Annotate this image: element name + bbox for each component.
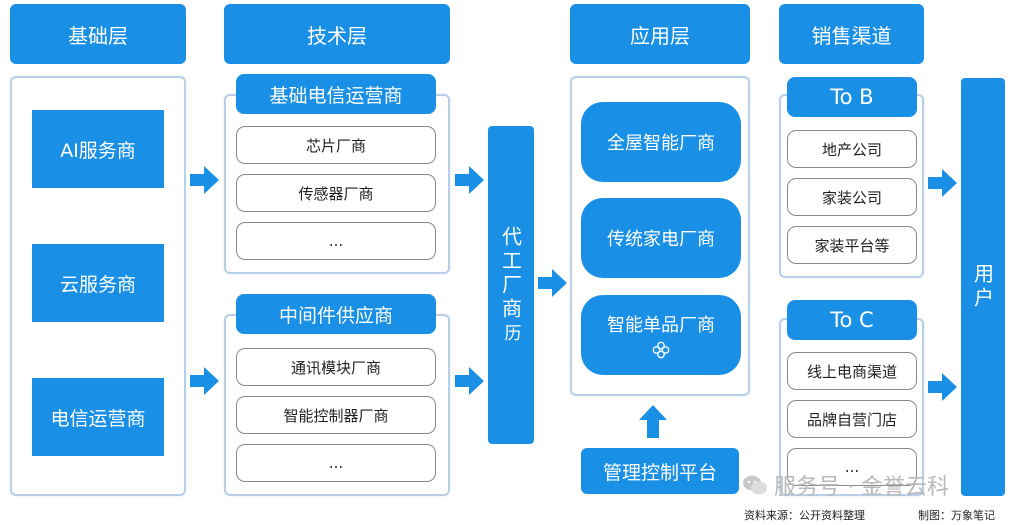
app-item-traditional: 传统家电厂商 [581, 198, 741, 278]
right-arrow-icon [538, 269, 567, 297]
header-foundation: 基础层 [10, 4, 186, 64]
up-arrow-icon [639, 405, 667, 438]
sales-item-more: ... [787, 448, 917, 486]
tech-group-title-1: 基础电信运营商 [236, 74, 436, 114]
oem-bar: 代工厂商 历 [488, 126, 534, 444]
oem-extra-glyph: 历 [500, 323, 521, 345]
tech-item-more-1: ... [236, 222, 436, 260]
right-arrow-icon [928, 373, 957, 401]
sales-group-title-b: To B [787, 77, 917, 117]
tech-item-chip: 芯片厂商 [236, 126, 436, 164]
sales-item-decoration: 家装公司 [787, 178, 917, 216]
foundation-box-telecom: 电信运营商 [32, 378, 164, 456]
footer-source: 资料来源：公开资料整理 [744, 509, 865, 522]
right-arrow-icon [190, 367, 219, 395]
user-label: 用户 [970, 263, 995, 311]
sales-item-real-estate: 地产公司 [787, 130, 917, 168]
tech-item-controller: 智能控制器厂商 [236, 396, 436, 434]
foundation-box-ai: AI服务商 [32, 110, 164, 188]
right-arrow-icon [455, 166, 484, 194]
tech-group-title-2: 中间件供应商 [236, 294, 436, 334]
tech-item-comm-module: 通讯模块厂商 [236, 348, 436, 386]
wechat-icon [743, 475, 767, 495]
app-item-whole-house: 全屋智能厂商 [581, 102, 741, 182]
app-item-single-product-label: 智能单品厂商 [607, 315, 715, 336]
right-arrow-icon [190, 166, 219, 194]
right-arrow-icon [928, 169, 957, 197]
oem-label: 代工厂商 [498, 225, 523, 322]
watermark-text: 服务号 · 金誉云科 [774, 475, 949, 500]
user-bar: 用户 [961, 78, 1005, 496]
header-technology: 技术层 [224, 4, 450, 64]
sales-item-platform: 家装平台等 [787, 226, 917, 264]
header-application: 应用层 [570, 4, 750, 64]
tech-item-sensor: 传感器厂商 [236, 174, 436, 212]
sales-item-online: 线上电商渠道 [787, 352, 917, 390]
footer-credit: 制图：万象笔记 [918, 509, 995, 522]
right-arrow-icon [455, 367, 484, 395]
sales-group-title-c: To C [787, 300, 917, 340]
platform-box: 管理控制平台 [581, 448, 739, 494]
app-item-single-product: 智能单品厂商 [581, 295, 741, 375]
header-sales: 销售渠道 [779, 4, 924, 64]
flower-icon [652, 341, 670, 359]
sales-item-store: 品牌自营门店 [787, 400, 917, 438]
foundation-box-cloud: 云服务商 [32, 244, 164, 322]
watermark: 服务号 · 金誉云科 [742, 468, 1024, 502]
tech-item-more-2: ... [236, 444, 436, 482]
